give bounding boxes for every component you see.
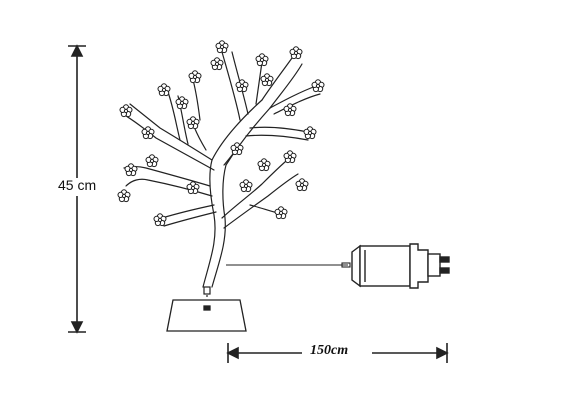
blossom [124, 163, 138, 177]
tree-blossoms [117, 40, 325, 227]
blossom [289, 46, 303, 60]
blossom [188, 70, 202, 84]
blossom [283, 103, 297, 117]
cable-length-dimension-line [226, 343, 449, 363]
blossom [230, 142, 244, 156]
blossom [186, 181, 200, 195]
blossom [175, 96, 189, 110]
cable-length-label: 150cm [310, 343, 349, 358]
blossom [117, 189, 131, 203]
blossom [255, 53, 269, 67]
blossom [145, 154, 159, 168]
tree-branches [123, 51, 321, 288]
blossom [210, 57, 224, 71]
blossom [311, 79, 325, 93]
blossom [257, 158, 271, 172]
blossom [303, 126, 317, 140]
blossom [153, 213, 167, 227]
blossom [157, 83, 171, 97]
blossom [186, 116, 200, 130]
blossom [283, 150, 297, 164]
blossom [260, 73, 274, 87]
blossom [119, 104, 133, 118]
power-cable [226, 262, 351, 268]
blossom [235, 79, 249, 93]
tree-base [166, 299, 247, 332]
blossom [274, 206, 288, 220]
blossom [239, 179, 253, 193]
base-connector [203, 286, 211, 299]
blossom [215, 40, 229, 54]
height-label: 45 cm [58, 177, 97, 193]
blossom [295, 178, 309, 192]
power-adapter-icon [351, 243, 450, 289]
